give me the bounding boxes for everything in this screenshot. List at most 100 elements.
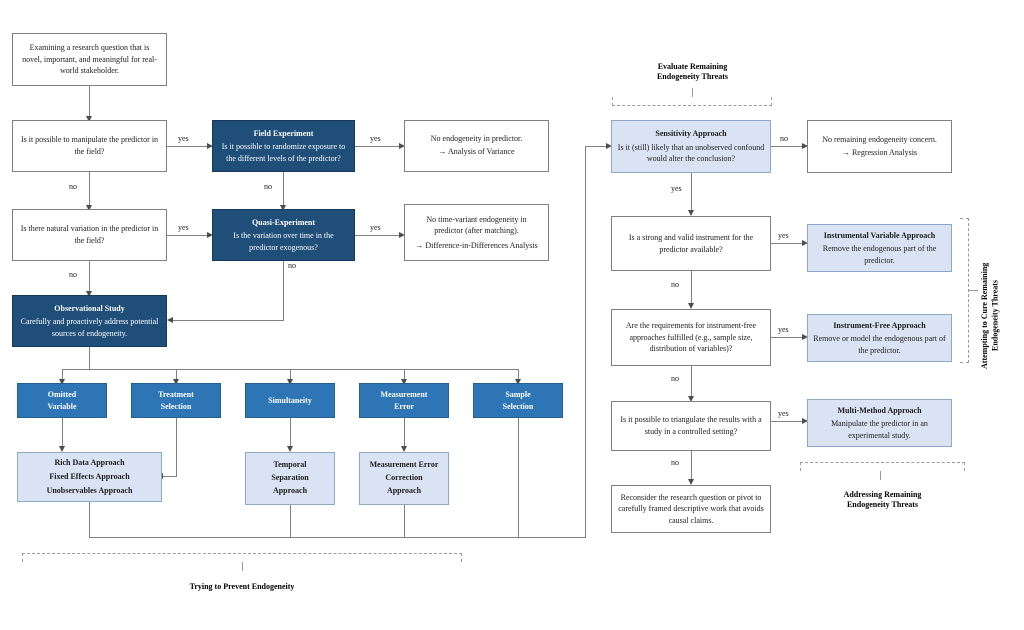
edge-richdata-down — [89, 502, 90, 538]
label-attempting-to-cure-remaining-threats: Attempting to Cure Remaining Endogeneity… — [980, 262, 1000, 369]
edge-label-no-instrument: no — [671, 280, 679, 289]
arrow-right-mm — [802, 417, 808, 424]
node-outcome-anova-line2: → Analysis of Variance — [438, 147, 515, 156]
arrow-down-quasi — [280, 205, 286, 211]
node-threat-sample-selection-label: Sample Selection — [502, 390, 534, 411]
node-instrument-free-approach-text: Remove or model the endogenous part of t… — [813, 334, 946, 355]
edge-label-yes-natural: yes — [178, 223, 189, 232]
node-reconsider: Reconsider the research question or pivo… — [611, 485, 771, 533]
arrow-right-iv — [802, 239, 808, 246]
bracket-cure-stem — [969, 290, 978, 291]
edge-bus-to-threat-3 — [404, 369, 405, 382]
bracket-addressing-stem — [880, 471, 881, 480]
edge-treatment-left — [163, 476, 177, 477]
edge-start-to-manipulate — [89, 86, 90, 118]
edge-instrument-no — [691, 271, 692, 306]
arrow-right-did — [399, 231, 405, 238]
edge-bus-to-threat-4 — [518, 369, 519, 382]
arrow-down-temporal — [287, 446, 293, 452]
node-remedy-temporal-line-2: Approach — [272, 485, 308, 495]
arrow-down-reconsider — [688, 479, 694, 485]
node-quasi-experiment: Quasi-Experiment Is the variation over t… — [212, 209, 355, 261]
node-remedy-correction-line-1: Correction — [385, 473, 423, 483]
label-trying-to-prevent-endogeneity: Trying to Prevent Endogeneity — [189, 582, 295, 591]
arrow-right-sensitivity — [606, 142, 612, 149]
node-threat-measurement-error-label: Measurement Error — [380, 390, 428, 411]
arrow-left-observational — [167, 317, 173, 323]
arrow-down-observational — [86, 291, 92, 297]
node-threat-simultaneity-label: Simultaneity — [268, 395, 312, 405]
node-reconsider-text: Reconsider the research question or pivo… — [618, 492, 764, 525]
arrow-right-field — [207, 142, 213, 149]
edge-manipulate-no — [89, 172, 90, 208]
edge-treatment-down — [176, 418, 177, 476]
node-field-experiment-text: Is it possible to randomize exposure to … — [221, 142, 346, 163]
arrow-down-triangulate-q — [688, 396, 694, 402]
node-sensitivity-approach-text: Is it (still) likely that an unobserved … — [617, 142, 765, 164]
edge-label-yes-instrument: yes — [778, 231, 789, 240]
node-outcome-anova: No endogeneity in predictor. → Analysis … — [404, 120, 549, 172]
node-q-instrument: Is a strong and valid instrument for the… — [611, 216, 771, 271]
node-threat-treatment-selection: Treatment Selection — [131, 383, 221, 418]
arrow-right-regression — [802, 142, 808, 149]
edge-label-yes-triangulate: yes — [778, 409, 789, 418]
arrow-down-threat-0 — [59, 379, 65, 385]
arrow-right-quasi — [207, 231, 213, 238]
node-q-instrument-free-text: Are the requirements for instrument-free… — [625, 321, 757, 354]
node-q-instrument-text: Is a strong and valid instrument for the… — [628, 232, 754, 254]
edge-bottom-merge-bus — [89, 537, 586, 538]
edge-simultaneity-to-temporal — [290, 418, 291, 449]
edge-quasi-no-vertical — [283, 261, 284, 321]
node-observational-study-text: Carefully and proactively address potent… — [20, 317, 159, 338]
node-threat-simultaneity: Simultaneity — [245, 383, 335, 418]
edge-label-yes-manipulate: yes — [178, 134, 189, 143]
arrow-down-threat-2 — [287, 379, 293, 385]
node-instrument-free-approach-title: Instrument-Free Approach — [833, 320, 926, 330]
edge-quasi-yes — [355, 235, 401, 236]
node-remedy-temporal-line-0: Temporal — [273, 460, 307, 470]
bracket-evaluate-remaining-threats — [612, 97, 772, 106]
arrow-down-threat-1 — [173, 379, 179, 385]
node-start-text: Examining a research question that is no… — [22, 43, 157, 76]
arrow-down-threat-4 — [515, 379, 521, 385]
node-multi-method-approach-text: Manipulate the predictor in an experimen… — [831, 419, 928, 440]
edge-instrument-free-no — [691, 366, 692, 399]
edge-correction-down — [404, 505, 405, 538]
arrow-down-start — [86, 116, 92, 122]
node-quasi-experiment-text: Is the variation over time in the predic… — [233, 231, 334, 252]
edge-instrument-free-yes — [771, 337, 804, 338]
node-q-natural-variation: Is there natural variation in the predic… — [12, 209, 167, 261]
edge-merge-to-sensitivity-vertical — [585, 146, 586, 538]
edge-label-no-instrument-free: no — [671, 374, 679, 383]
edge-label-no-field: no — [264, 182, 272, 191]
arrow-down-natural — [86, 205, 92, 211]
edge-bus-to-threat-0 — [62, 369, 63, 382]
bracket-prevent-endogeneity — [22, 553, 462, 562]
edge-label-yes-field: yes — [370, 134, 381, 143]
edge-observational-down — [89, 347, 90, 370]
label-evaluate-remaining-threats: Evaluate Remaining Endogeneity Threats — [656, 62, 729, 81]
arrow-down-richdata — [59, 446, 65, 452]
arrow-down-correction — [401, 446, 407, 452]
bracket-prevent-stem — [242, 562, 243, 571]
node-outcome-did: No time-variant endogeneity in predictor… — [404, 204, 549, 261]
node-instrument-free-approach: Instrument-Free Approach Remove or model… — [807, 314, 952, 362]
arrow-down-instrument-free-q — [688, 303, 694, 309]
edge-quasi-no-horizontal — [173, 320, 284, 321]
node-q-triangulate-text: Is it possible to triangulate the result… — [620, 415, 762, 436]
edge-triangulate-no — [691, 451, 692, 482]
label-addressing-remaining-threats: Addressing Remaining Endogeneity Threats — [843, 490, 922, 509]
edge-label-yes-instrument-free: yes — [778, 325, 789, 334]
edge-merge-to-sensitivity-horizontal — [585, 146, 608, 147]
node-q-manipulate-text: Is it possible to manipulate the predict… — [20, 135, 159, 156]
node-iv-approach-text: Remove the endogenous part of the predic… — [822, 244, 937, 265]
edge-label-yes-sensitivity: yes — [671, 184, 682, 193]
edge-sensitivity-no — [771, 146, 804, 147]
node-quasi-experiment-title: Quasi-Experiment — [251, 217, 316, 227]
node-outcome-regression-line2: → Regression Analysis — [841, 147, 918, 157]
node-q-instrument-free: Are the requirements for instrument-free… — [611, 309, 771, 366]
edge-manipulate-yes — [167, 146, 209, 147]
node-threat-omitted-variable: Omitted Variable — [17, 383, 107, 418]
edge-label-no-natural: no — [69, 270, 77, 279]
